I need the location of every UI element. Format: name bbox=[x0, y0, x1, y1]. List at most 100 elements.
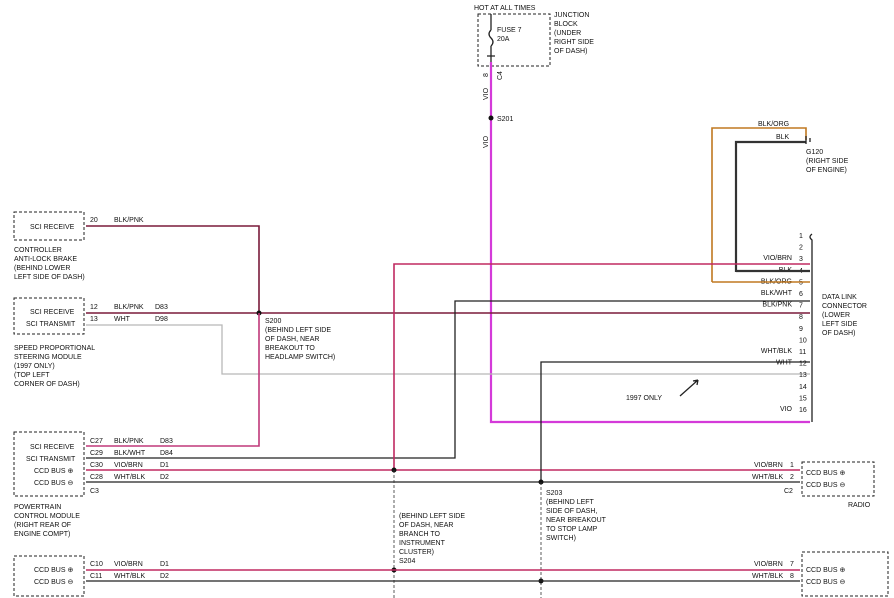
ground-blk-org-label: BLK/ORG bbox=[758, 121, 789, 128]
spd-row2-label: SCI TRANSMIT bbox=[26, 321, 76, 328]
dlc-wire-label-11: WHT/BLK bbox=[761, 348, 792, 355]
wire-pcm-sci-transmit bbox=[86, 300, 810, 459]
wire-ccd-minus-to-dlc bbox=[540, 361, 810, 482]
pcm-name-4: ENGINE COMPT) bbox=[14, 531, 70, 538]
radio: CCD BUS ⊕ CCD BUS ⊖ 1 VIO/BRN 2 WHT/BLK … bbox=[752, 461, 875, 509]
s203-desc-4: TO STOP LAMP bbox=[546, 526, 598, 533]
splice-s201-dot bbox=[488, 115, 494, 121]
wire-vio-feed bbox=[489, 62, 810, 424]
dlc-name-2: CONNECTOR bbox=[822, 303, 867, 310]
radio-connector: C2 bbox=[784, 488, 793, 495]
pcm-row3-wire: VIO/BRN bbox=[114, 462, 143, 469]
note-arrow bbox=[679, 379, 699, 397]
abs-pin: 20 bbox=[90, 217, 98, 224]
junction-line-1: JUNCTION bbox=[554, 12, 589, 19]
spd-row1-label: SCI RECEIVE bbox=[30, 309, 75, 316]
dlc-pin-16: 16 bbox=[799, 407, 807, 414]
pcm-row3-circuit: D1 bbox=[160, 462, 169, 469]
bottom-module: CCD BUS ⊕ CCD BUS ⊖ C10 VIO/BRN D1 C11 W… bbox=[13, 555, 169, 597]
dlc-pin-15: 15 bbox=[799, 395, 807, 402]
s203-desc-1: (BEHIND LEFT bbox=[546, 499, 595, 506]
hot-at-all-times-label: HOT AT ALL TIMES bbox=[474, 5, 536, 12]
s203-desc-5: SWITCH) bbox=[546, 535, 576, 542]
data-link-connector: DATA LINK CONNECTOR (LOWER LEFT SIDE OF … bbox=[809, 233, 867, 422]
pcm-name-1: POWERTRAIN bbox=[14, 504, 61, 511]
dlc-pin-6: 6 bbox=[799, 291, 803, 298]
wire-ccd-plus-to-dlc bbox=[393, 263, 810, 470]
steering-module: SCI RECEIVE SCI TRANSMIT 12 BLK/PNK D83 … bbox=[13, 297, 168, 388]
fuse-amps: 20A bbox=[497, 36, 510, 43]
dlc-pin-14: 14 bbox=[799, 384, 807, 391]
s203-desc-2: SIDE OF DASH, bbox=[546, 508, 597, 515]
bottom-row2-wire: WHT/BLK bbox=[114, 573, 145, 580]
pcm-row4-label: CCD BUS ⊖ bbox=[34, 480, 73, 487]
dlc-pin-2: 2 bbox=[799, 245, 803, 252]
dlc-pin-11: 11 bbox=[799, 349, 806, 356]
bottom-row1-circuit: D1 bbox=[160, 561, 169, 568]
pcm-row1-pin: C27 bbox=[90, 438, 103, 445]
dlc-pin-12: 12 bbox=[799, 361, 807, 368]
powertrain-control-module: SCI RECEIVE SCI TRANSMIT CCD BUS ⊕ CCD B… bbox=[13, 431, 173, 538]
abs-name-1: CONTROLLER bbox=[14, 247, 62, 254]
spd-row1-circuit: D83 bbox=[155, 304, 168, 311]
dlc-wire-label-6: BLK/WHT bbox=[761, 290, 793, 297]
wire-abs-sci bbox=[86, 225, 260, 313]
dlc-wire-label-12: WHT bbox=[776, 360, 793, 367]
dlc-name-1: DATA LINK bbox=[822, 294, 857, 301]
bottom-right-row2-pin: 8 bbox=[790, 573, 794, 580]
bottom-row1-label: CCD BUS ⊕ bbox=[34, 567, 73, 574]
s200-desc-4: HEADLAMP SWITCH) bbox=[265, 354, 335, 361]
ground-desc-2: OF ENGINE) bbox=[806, 167, 847, 174]
bottom-right-row1-pin: 7 bbox=[790, 561, 794, 568]
vio-label-upper: VIO bbox=[483, 87, 490, 100]
radio-name: RADIO bbox=[848, 502, 871, 509]
bottom-right-row1-wire: VIO/BRN bbox=[754, 561, 783, 568]
bottom-row2-pin: C11 bbox=[90, 573, 102, 580]
s200-desc-3: BREAKOUT TO bbox=[265, 345, 315, 352]
bottom-row2-label: CCD BUS ⊖ bbox=[34, 579, 73, 586]
cavity-a: 8 bbox=[483, 73, 490, 77]
dlc-pin-list: 123VIO/BRN4BLK5BLK/ORG6BLK/WHT7BLK/PNK89… bbox=[761, 233, 807, 414]
pcm-row4-wire: WHT/BLK bbox=[114, 474, 145, 481]
vio-label-lower: VIO bbox=[483, 135, 490, 148]
pcm-name-2: CONTROL MODULE bbox=[14, 513, 80, 520]
pcm-row3-pin: C30 bbox=[90, 462, 103, 469]
wire-pcm-sci-receive bbox=[86, 313, 260, 447]
ground-desc-1: (RIGHT SIDE bbox=[806, 158, 849, 165]
ground-name: G120 bbox=[806, 149, 823, 156]
junction-line-2: BLOCK bbox=[554, 21, 578, 28]
ground-blk-label: BLK bbox=[776, 134, 790, 141]
junction-line-4: RIGHT SIDE bbox=[554, 39, 594, 46]
bottom-row1-wire: VIO/BRN bbox=[114, 561, 143, 568]
radio-row1-pin: 1 bbox=[790, 462, 794, 469]
pcm-name-3: (RIGHT REAR OF bbox=[14, 522, 71, 529]
abs-name-2: ANTI-LOCK BRAKE bbox=[14, 256, 77, 263]
bottom-right-module: CCD BUS ⊕ CCD BUS ⊖ 7 VIO/BRN 8 WHT/BLK bbox=[752, 551, 889, 597]
splice-s201-label: S201 bbox=[497, 116, 513, 123]
fuse-symbol bbox=[488, 14, 494, 56]
s200-desc-2: OF DASH, NEAR bbox=[265, 336, 319, 343]
abs-controller: SCI RECEIVE 20 BLK/PNK CONTROLLER ANTI-L… bbox=[13, 211, 144, 281]
splice-s203-label: S203 bbox=[546, 490, 562, 497]
splice-s200-label: S200 bbox=[265, 318, 281, 325]
pcm-row1-circuit: D83 bbox=[160, 438, 173, 445]
bottom-right-row1-label: CCD BUS ⊕ bbox=[806, 567, 845, 574]
s204-desc-2: OF DASH, NEAR bbox=[399, 522, 453, 529]
junction-block: HOT AT ALL TIMES FUSE 7 20A JUNCTION BLO… bbox=[474, 5, 594, 80]
pcm-row2-label: SCI TRANSMIT bbox=[26, 456, 76, 463]
spd-name-2: STEERING MODULE bbox=[14, 354, 82, 361]
note-1997-only: 1997 ONLY bbox=[626, 395, 662, 402]
dlc-name-3: (LOWER bbox=[822, 312, 850, 319]
pcm-row2-wire: BLK/WHT bbox=[114, 450, 146, 457]
s200-desc-1: (BEHIND LEFT SIDE bbox=[265, 327, 331, 334]
pcm-row2-pin: C29 bbox=[90, 450, 103, 457]
pcm-row1-label: SCI RECEIVE bbox=[30, 444, 75, 451]
fuse-terminal bbox=[487, 55, 495, 62]
s204-desc-3: BRANCH TO bbox=[399, 531, 441, 538]
spd-row2-pin: 13 bbox=[90, 316, 98, 323]
pcm-connector: C3 bbox=[90, 488, 99, 495]
abs-wire: BLK/PNK bbox=[114, 217, 144, 224]
dlc-pin-13: 13 bbox=[799, 372, 807, 379]
ground-symbol bbox=[805, 136, 811, 144]
dlc-pin-7: 7 bbox=[799, 303, 803, 310]
